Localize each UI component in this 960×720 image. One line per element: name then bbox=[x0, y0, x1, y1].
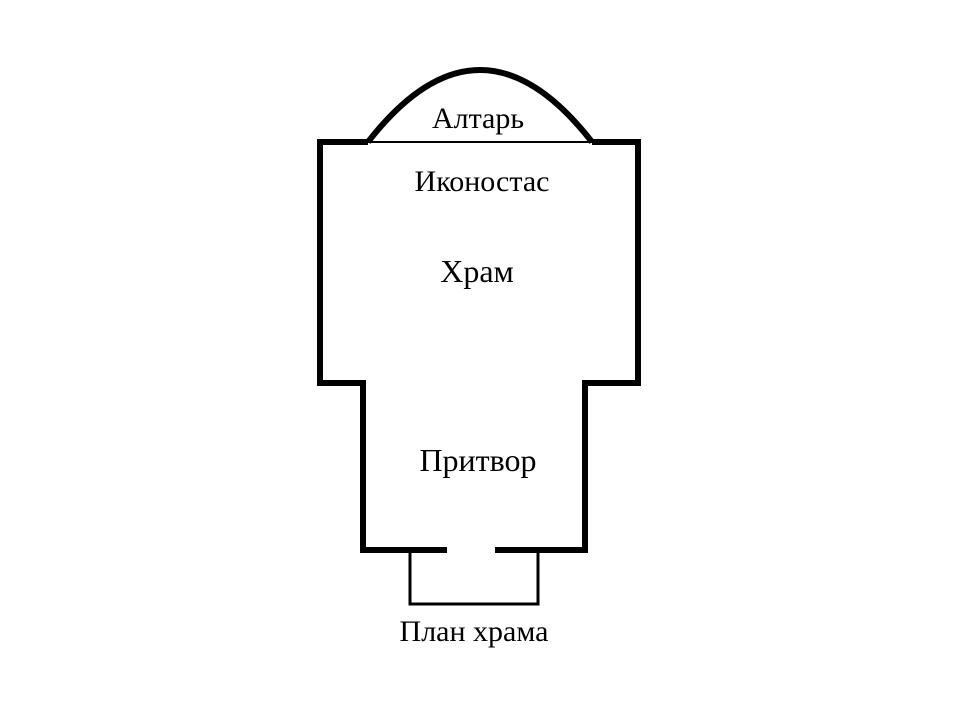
narthex-label: Притвор bbox=[419, 442, 537, 478]
plan-caption: План храма bbox=[399, 615, 549, 648]
altar-label: Алтарь bbox=[431, 102, 525, 135]
main-walls bbox=[317, 139, 641, 553]
nave-label: Храм bbox=[440, 253, 514, 289]
entrance-porch bbox=[408, 553, 540, 606]
apse-wall bbox=[365, 67, 595, 144]
iconostasis-label: Иконостас bbox=[414, 165, 550, 198]
